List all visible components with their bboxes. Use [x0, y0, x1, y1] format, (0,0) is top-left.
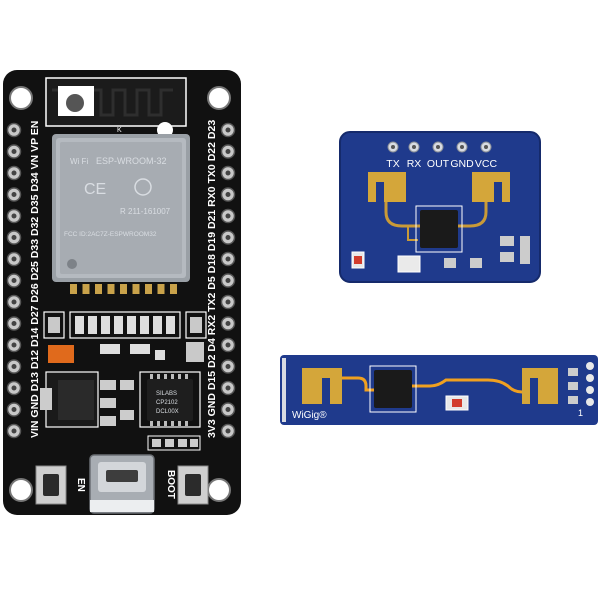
radar-pin-label: GND — [450, 158, 474, 170]
module-fcc: FCC ID:2AC7Z-ESPWROOM32 — [64, 231, 157, 238]
radar-pin-label: OUT — [427, 158, 450, 170]
pin-label: D5 — [206, 273, 218, 289]
mounting-hole — [207, 478, 231, 502]
esp32-devkit-board: VIN GND D13 D12 D14 D27 D26 D25 D33 D32 … — [3, 70, 241, 515]
pin-label: D12 — [29, 347, 41, 369]
pin-label: D15 — [206, 368, 218, 390]
pin-label: D13 — [29, 369, 41, 391]
mounting-hole — [207, 86, 231, 110]
chip-marking-line: SILABS — [156, 391, 177, 397]
right-pin-labels: 3V3 GND D15 D2 D4 RX2 TX2 D5 D18 D19 D21… — [206, 120, 218, 438]
patch-antenna — [472, 172, 510, 202]
patch-antenna — [368, 172, 406, 202]
module-brand: Wi Fi — [70, 157, 88, 166]
pin-label: EN — [29, 121, 41, 136]
mounting-hole — [9, 478, 33, 502]
pin-label: VN — [29, 152, 41, 170]
strip-brand-label: WiGig® — [292, 410, 327, 421]
radar-pin-holes — [387, 141, 492, 153]
boot-button-label: BOOT — [165, 470, 176, 499]
chip-marking-line: CP2102 — [156, 400, 178, 406]
pin-label: D34 — [29, 169, 41, 191]
module-pads — [70, 284, 177, 294]
pin-label: VIN — [29, 418, 41, 438]
mounting-hole — [9, 86, 33, 110]
radar-pin-label: VCC — [475, 158, 498, 170]
pin-label: GND — [29, 391, 41, 417]
pin-label: GND — [206, 390, 218, 416]
pin-label: D35 — [29, 192, 41, 214]
module-name: ESP-WROOM-32 — [96, 156, 167, 166]
pin-label: TX2 — [206, 290, 218, 312]
ce-mark: CE — [84, 181, 106, 198]
esp-wroom-32-module: Wi Fi ESP-WROOM-32 CE R 211-161007 FCC I… — [52, 134, 190, 282]
boot-button[interactable] — [177, 465, 209, 505]
pin-label: VP — [29, 135, 41, 152]
patch-antenna — [522, 368, 558, 404]
pin-label: D32 — [29, 214, 41, 236]
pin-label: TX0 — [206, 161, 218, 183]
pin-label: D21 — [206, 207, 218, 229]
radar-pin-label: RX — [407, 158, 422, 170]
left-pin-labels: VIN GND D13 D12 D14 D27 D26 D25 D33 D32 … — [29, 121, 41, 438]
pin-label: D18 — [206, 251, 218, 273]
pin-label: 3V3 — [206, 416, 218, 438]
pin-label: D19 — [206, 229, 218, 251]
en-button[interactable] — [35, 465, 67, 505]
pin-label: D4 — [206, 335, 218, 351]
right-header-pads — [220, 122, 236, 439]
pin-label: D33 — [29, 236, 41, 258]
strip-pin-mark: 1 — [578, 408, 583, 418]
pin-label: D25 — [29, 258, 41, 280]
en-button-label: EN — [75, 478, 86, 492]
radar-chip — [420, 210, 458, 248]
radar-pin-label: TX — [386, 158, 399, 170]
pin-label: D22 — [206, 139, 218, 161]
pin-label: D2 — [206, 352, 218, 368]
pin-label: D27 — [29, 303, 41, 325]
smd-components — [40, 311, 207, 428]
radar-module-strip: 1 WiGig® — [280, 355, 598, 425]
pin-label: D26 — [29, 280, 41, 302]
pin-label: D14 — [29, 325, 41, 347]
chip-marking-line: DCL00X — [156, 409, 179, 415]
module-code: R 211-161007 — [120, 207, 171, 216]
micro-usb-port[interactable] — [89, 454, 155, 514]
pin-label: RX2 — [206, 312, 218, 335]
chip-legs — [150, 374, 188, 426]
pin-label: D23 — [206, 120, 218, 139]
left-header-pads — [6, 122, 22, 439]
module-mark: K — [117, 127, 122, 134]
pin-label: RX0 — [206, 183, 218, 206]
radar-chip — [374, 370, 412, 408]
